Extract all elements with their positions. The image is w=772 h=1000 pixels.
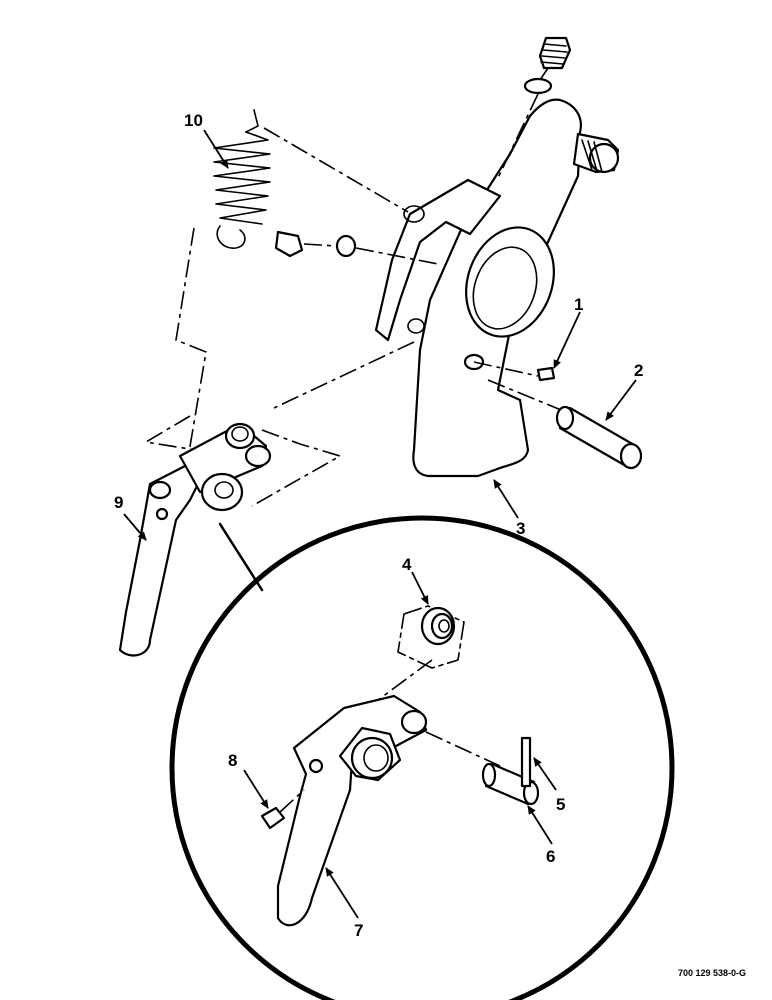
alignment-line bbox=[143, 415, 209, 453]
grease-fitting-detail bbox=[260, 806, 286, 830]
callout-6: 6 bbox=[546, 847, 555, 866]
alignment-line bbox=[263, 127, 409, 213]
callout-2: 2 bbox=[634, 361, 643, 380]
callout-10: 10 bbox=[184, 111, 203, 130]
alignment-line bbox=[251, 429, 343, 507]
callout-5: 5 bbox=[556, 795, 565, 814]
mounting-plate bbox=[412, 98, 620, 478]
detail-lever bbox=[276, 694, 428, 927]
lock-nut bbox=[335, 234, 357, 258]
alignment-line bbox=[175, 227, 207, 471]
roll-pin bbox=[536, 366, 556, 382]
callout-4: 4 bbox=[402, 555, 412, 574]
detail-roll-pin bbox=[520, 736, 532, 788]
bearing bbox=[397, 605, 465, 669]
callout-9: 9 bbox=[114, 493, 123, 512]
alignment-line bbox=[425, 731, 501, 767]
alignment-line bbox=[487, 379, 567, 413]
grease-fitting-upper bbox=[274, 230, 304, 258]
callout-3: 3 bbox=[516, 519, 525, 538]
alignment-line bbox=[377, 659, 433, 701]
callout-1: 1 bbox=[574, 295, 583, 314]
lever-assembly bbox=[118, 422, 272, 657]
detail-circle bbox=[169, 515, 675, 1000]
alignment-line bbox=[473, 361, 539, 377]
washer-top bbox=[523, 77, 553, 95]
alignment-line bbox=[279, 789, 305, 813]
callout-7: 7 bbox=[354, 921, 363, 940]
alignment-line bbox=[497, 67, 549, 179]
bolt bbox=[538, 36, 572, 70]
callout-8: 8 bbox=[228, 751, 237, 770]
spring-bracket bbox=[374, 178, 502, 342]
extension-spring bbox=[213, 109, 271, 249]
alignment-line bbox=[303, 243, 439, 265]
pivot-pin bbox=[555, 405, 643, 470]
detail-pin bbox=[481, 762, 540, 806]
drawing-code: 700 129 538-0-G bbox=[678, 968, 746, 978]
alignment-line bbox=[273, 341, 415, 409]
